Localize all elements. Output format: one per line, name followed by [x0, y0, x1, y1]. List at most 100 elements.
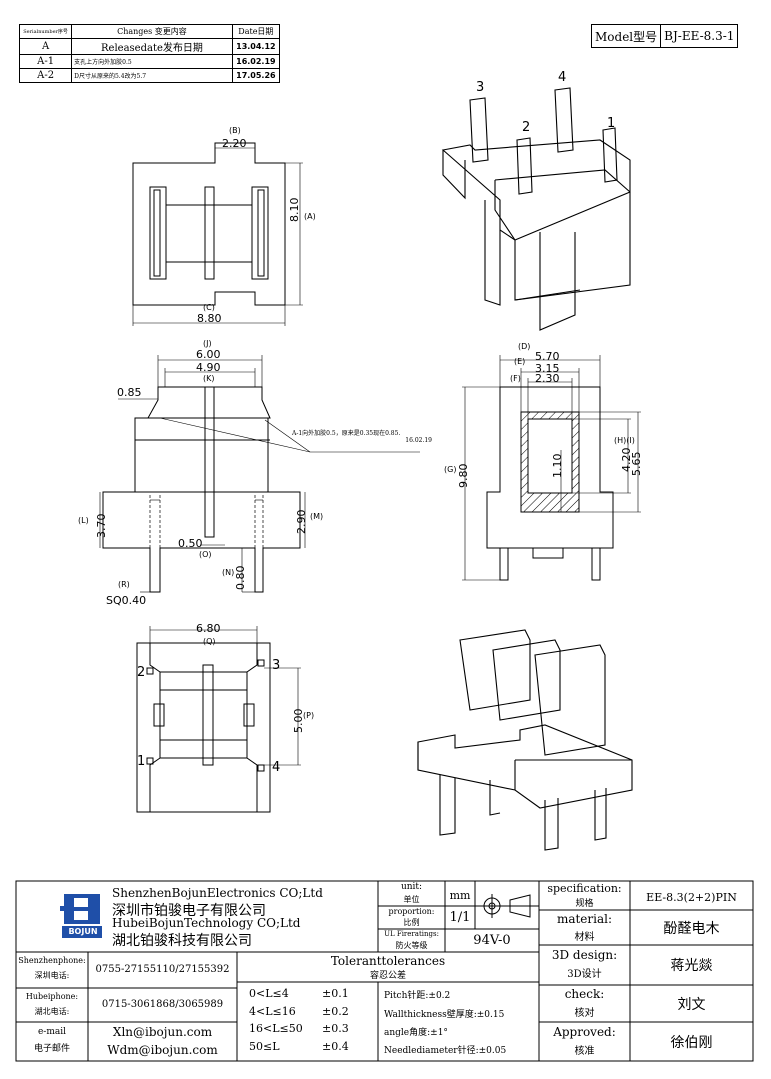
- sz-phone-label-cn: 深圳电话:: [34, 971, 70, 980]
- spec-value: EE-8.3(2+2)PIN: [646, 891, 737, 904]
- dim-tag-n: (N): [222, 568, 235, 577]
- hb-phone-label: Hubeiphone:: [25, 992, 79, 1001]
- company-en-2: HubeiBojunTechnology CO;Ltd: [112, 916, 301, 930]
- dim-tag-f: (F): [510, 374, 521, 383]
- dim-tag-l: (L): [78, 516, 89, 525]
- pin-label-1: 1: [607, 116, 616, 131]
- unit-value: mm: [449, 889, 471, 902]
- proportion-label-cn: 比例: [403, 918, 420, 927]
- design-value: 蒋光燚: [670, 958, 713, 974]
- material-label-cn: 材料: [574, 932, 595, 943]
- sz-phone: 0755-27155110/27155392: [95, 964, 230, 975]
- tolerance-title: Toleranttolerances: [330, 954, 446, 968]
- check-value: 刘文: [677, 997, 706, 1013]
- pin-label-4: 4: [558, 70, 567, 85]
- ul-value: 94V-0: [473, 933, 511, 948]
- hb-phone: 0715-3061868/3065989: [101, 999, 224, 1010]
- tol-range: 16<L≤50: [249, 1022, 303, 1035]
- approved-label-cn: 核准: [574, 1046, 595, 1057]
- dim-f: 2.30: [535, 372, 560, 385]
- pin-label-2: 2: [137, 665, 146, 680]
- email-label-cn: 电子邮件: [33, 1044, 70, 1054]
- needle-tolerance: Needlediameter针径:±0.05: [384, 1046, 507, 1056]
- dim-l: 3.70: [95, 513, 108, 539]
- dim-tag-m: (M): [310, 512, 324, 521]
- bottom-view: [136, 626, 301, 813]
- design-label: 3D design:: [551, 948, 618, 962]
- logo-text: BOJUN: [68, 927, 98, 936]
- dim-m: 2.90: [295, 509, 308, 535]
- spec-label-cn: 规格: [575, 899, 594, 909]
- sz-phone-label: Shenzhenphone:: [18, 956, 86, 965]
- dim-tag-c: (C): [203, 303, 215, 312]
- dim-a: 8.10: [288, 197, 301, 223]
- model-box: Model型号 BJ-EE-8.3-1: [591, 24, 739, 48]
- model-value: BJ-EE-8.3-1: [660, 25, 737, 47]
- rev-change: D尺寸从原来的5.4改为5.7: [71, 68, 233, 83]
- dim-tag-o: (O): [199, 550, 212, 559]
- pin-label-2: 2: [522, 120, 531, 135]
- model-label: Model型号: [595, 29, 658, 44]
- dim-o: 0.50: [178, 537, 203, 550]
- dim-tag-r: (R): [118, 580, 130, 589]
- dim-d: 5.70: [535, 350, 560, 363]
- dim-tag-q: (Q): [203, 637, 216, 646]
- tol-value: ±0.3: [322, 1022, 349, 1035]
- isometric-view-bottom: [417, 629, 633, 851]
- isometric-view-top: [441, 87, 631, 331]
- dim-wall: 1.10: [551, 453, 564, 479]
- company-en-1: ShenzhenBojunElectronics CO;Ltd: [112, 886, 323, 900]
- dim-b: 2.20: [222, 137, 247, 150]
- ul-label: UL Fireratings:: [384, 930, 439, 938]
- angle-tolerance: angle角度:±1°: [384, 1028, 448, 1038]
- wall-tolerance: Wallthickness壁厚度:±0.15: [384, 1010, 505, 1020]
- check-label-cn: 核对: [574, 1008, 595, 1019]
- side-view: [462, 355, 641, 581]
- tol-value: ±0.2: [322, 1005, 349, 1018]
- dim-tag-d: (D): [518, 342, 531, 351]
- email-1: Xln@ibojun.com: [112, 1025, 213, 1039]
- tol-range: 4<L≤16: [249, 1005, 296, 1018]
- dim-tag-a: (A): [304, 212, 316, 221]
- proportion-value: 1/1: [449, 910, 471, 925]
- tol-range: 0<L≤4: [249, 987, 289, 1000]
- dim-tag-hi: (H)(I): [614, 436, 635, 445]
- dim-q: 6.80: [196, 622, 221, 635]
- approved-label: Approved:: [553, 1025, 616, 1039]
- top-view: [132, 142, 303, 326]
- tol-value: ±0.4: [322, 1040, 349, 1053]
- dim-g: 9.80: [457, 463, 470, 489]
- check-label: check:: [564, 987, 605, 1001]
- pin-label-4: 4: [272, 760, 281, 775]
- revision-table: Serialnumber序号 Changes 变更内容 Date日期 A Rel…: [18, 24, 281, 83]
- tol-value: ±0.1: [322, 987, 349, 1000]
- company-cn-2: 湖北铂骏科技有限公司: [112, 933, 252, 949]
- dim-k: 4.90: [196, 361, 221, 374]
- dim-tag-e: (E): [514, 357, 526, 366]
- dim-i: 5.65: [630, 451, 643, 477]
- company-cn-1: 深圳市铂骏电子有限公司: [112, 903, 266, 919]
- revision-note: A-1向外加胶0.5，原来是0.35现在0.85. 16.02.19: [292, 430, 432, 444]
- tol-range: 50≤L: [249, 1040, 280, 1053]
- dim-c: 8.80: [197, 312, 222, 325]
- dim-r: SQ0.40: [106, 594, 147, 607]
- projection-symbol-icon: [480, 894, 531, 918]
- design-label-cn: 3D设计: [567, 969, 602, 980]
- material-label: material:: [556, 912, 613, 926]
- unit-label-cn: 单位: [403, 895, 420, 904]
- hb-phone-label-cn: 湖北电话:: [34, 1007, 70, 1016]
- pin-label-3: 3: [476, 80, 485, 95]
- email-2: Wdm@ibojun.com: [107, 1043, 218, 1057]
- dim-tag-k: (K): [203, 374, 215, 383]
- pin-label-3: 3: [272, 658, 281, 673]
- dim-edge: 0.85: [117, 386, 142, 399]
- tolerance-title-cn: 容忍公差: [369, 971, 406, 981]
- proportion-label: proportion:: [388, 907, 435, 916]
- bojun-logo-icon: [60, 894, 102, 938]
- spec-label: specification:: [547, 882, 622, 895]
- ul-label-cn: 防火等级: [395, 941, 428, 950]
- rev-date: 17.05.26: [231, 68, 281, 83]
- dim-tag-b: (B): [229, 126, 241, 135]
- email-label: e-mail: [37, 1027, 67, 1037]
